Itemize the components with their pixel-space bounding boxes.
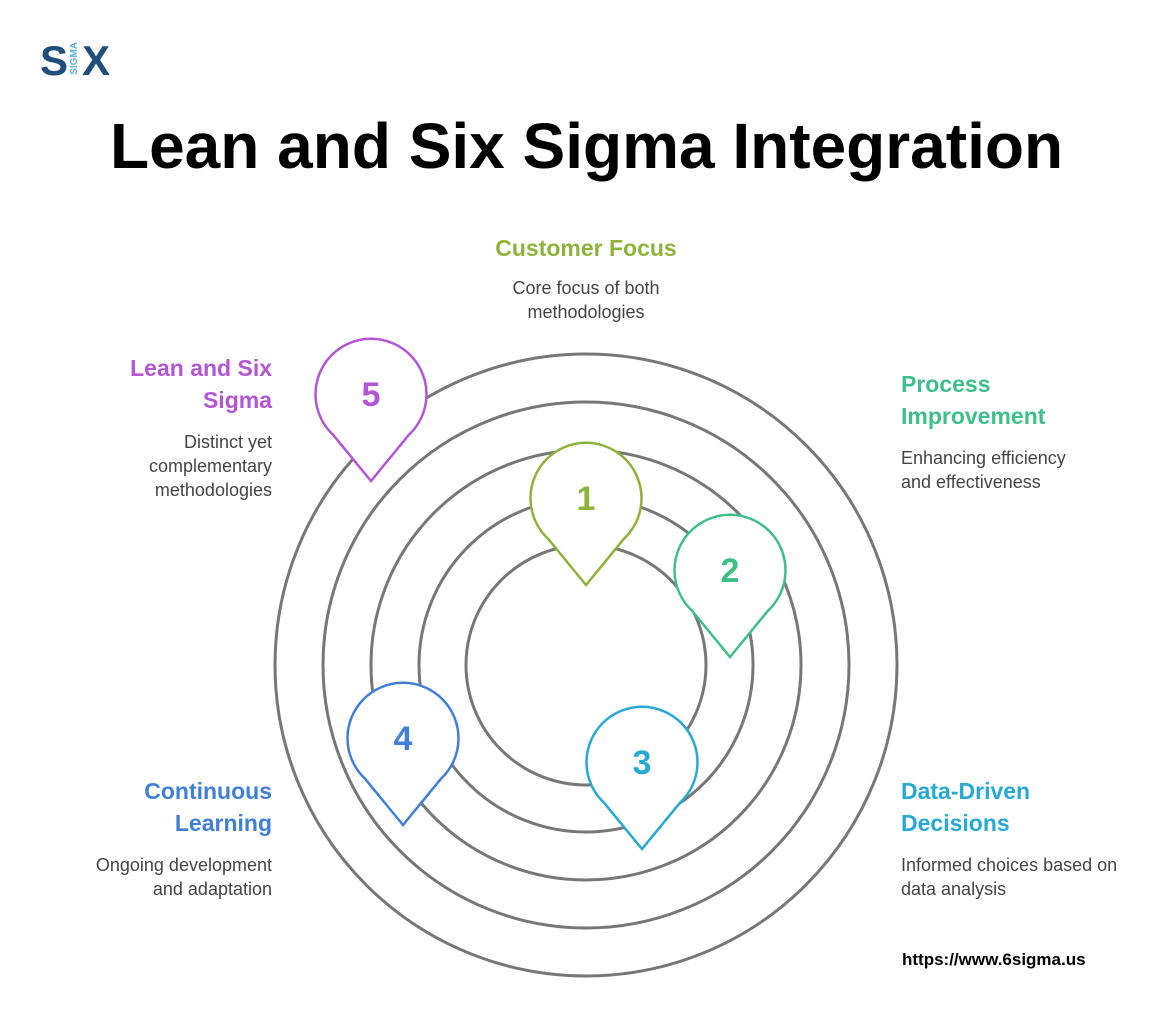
pin-1: 1: [529, 441, 643, 587]
pin-1-shape: [529, 441, 643, 587]
pin-4: 4: [346, 681, 460, 827]
logo-x: X: [82, 37, 111, 84]
item-customer-focus: Customer Focus Core focus of both method…: [436, 232, 736, 324]
item-heading: Lean and Six Sigma: [130, 355, 272, 413]
item-continuous-learning: Continuous Learning Ongoing development …: [52, 775, 272, 901]
item-heading: Continuous Learning: [144, 778, 272, 836]
pin-2: 2: [673, 513, 787, 659]
ring-5: [273, 352, 899, 978]
pin-1-number: 1: [577, 480, 596, 518]
item-heading: Process Improvement: [901, 371, 1046, 429]
pin-5-shape: [314, 337, 428, 483]
logo-s: S: [40, 37, 69, 84]
six-sigma-logo: S SIGMA X: [40, 38, 124, 84]
pin-3-number: 3: [633, 744, 652, 782]
pin-4-shape: [346, 681, 460, 827]
item-description: Ongoing development and adaptation: [95, 855, 272, 899]
pin-5-number: 5: [362, 376, 381, 414]
item-description: Enhancing efficiency and effectiveness: [901, 448, 1066, 492]
item-lean-and-six-sigma: Lean and Six Sigma Distinct yet compleme…: [72, 352, 272, 502]
ring-4: [321, 400, 851, 930]
pin-3: 3: [585, 705, 699, 851]
page-title: Lean and Six Sigma Integration: [109, 110, 1064, 182]
pin-4-number: 4: [394, 720, 413, 758]
item-description: Informed choices based on data analysis: [901, 855, 1118, 899]
pin-2-shape: [673, 513, 787, 659]
item-process-improvement: Process Improvement Enhancing efficiency…: [901, 368, 1121, 494]
item-description: Distinct yet complementary methodologies: [148, 432, 272, 500]
pin-3-shape: [585, 705, 699, 851]
item-heading: Data-Driven Decisions: [901, 778, 1031, 836]
item-description: Core focus of both methodologies: [512, 278, 660, 322]
pin-5: 5: [314, 337, 428, 483]
item-data-driven-decisions: Data-Driven Decisions Informed choices b…: [901, 775, 1121, 901]
pin-2-number: 2: [721, 552, 740, 590]
website-url[interactable]: https://www.6sigma.us: [902, 950, 1086, 969]
item-heading: Customer Focus: [495, 235, 677, 261]
